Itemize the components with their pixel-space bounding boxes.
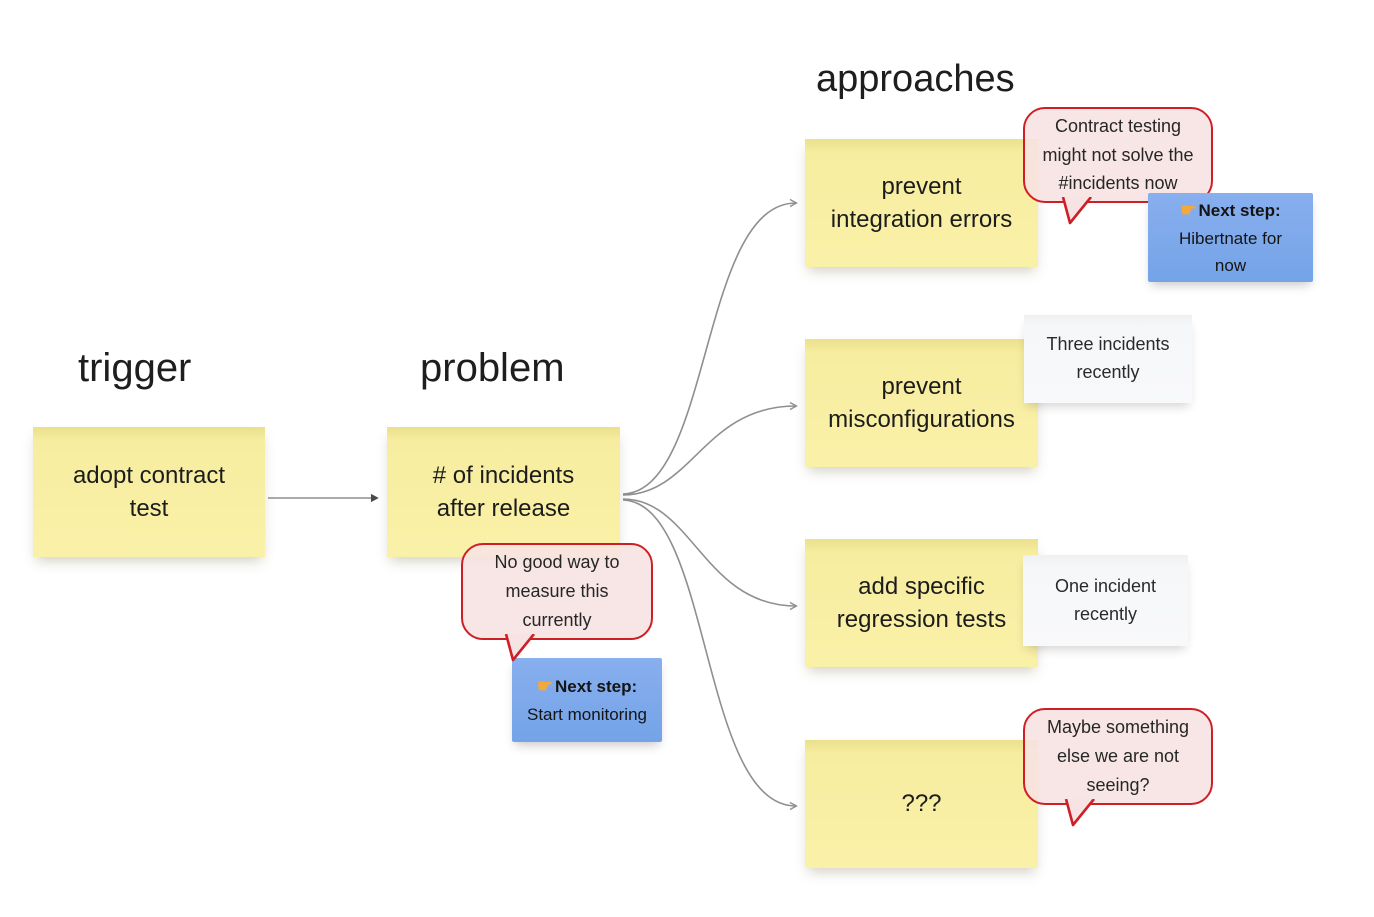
connector-problem-to-approach-4 — [622, 499, 796, 806]
sticky-text-line: prevent — [881, 172, 962, 200]
next-step-title: ☛Next step: — [1180, 196, 1280, 225]
callout-text-line: Contract testing — [1054, 115, 1182, 136]
next-step-label: Next step: — [554, 677, 638, 696]
note-text-line: One incident — [1054, 575, 1157, 596]
sticky-text-line: # of incidents — [432, 461, 575, 489]
note-next-step-hibernate[interactable]: ☛Next step: Hibertnate for now — [1148, 193, 1313, 282]
note-one-incident[interactable]: One incident recently — [1023, 555, 1188, 646]
sticky-text-line: add specific — [858, 572, 985, 600]
sticky-text-line: ??? — [901, 790, 942, 818]
sticky-text-line: regression tests — [836, 606, 1007, 633]
next-step-text-line: Hibertnate for — [1179, 228, 1282, 248]
sticky-text-line: prevent — [881, 372, 962, 400]
callout-text-line: currently — [522, 609, 592, 630]
sticky-approach-prevent-misconfigurations[interactable]: prevent misconfigurations — [805, 339, 1038, 467]
heading-approaches: approaches — [816, 58, 1015, 100]
callout-text-line: might not solve the — [1042, 144, 1194, 165]
sticky-approach-prevent-integration-errors[interactable]: prevent integration errors — [805, 139, 1038, 267]
speech-tail — [1064, 799, 1096, 827]
sticky-text-line: after release — [436, 495, 571, 522]
sticky-problem[interactable]: # of incidents after release — [387, 427, 620, 557]
sticky-approach-regression-tests[interactable]: add specific regression tests — [805, 539, 1038, 667]
callout-text-line: No good way to — [494, 552, 620, 573]
next-step-text-line: now — [1214, 255, 1247, 275]
sticky-text-line: misconfigurations — [828, 406, 1015, 433]
pointing-right-hand-icon: ☛ — [536, 676, 553, 696]
callout-maybe-something-else[interactable]: Maybe something else we are not seeing? — [1023, 708, 1213, 827]
note-text-line: recently — [1076, 362, 1140, 382]
sticky-text-line: integration errors — [830, 206, 1013, 233]
speech-tail — [1061, 197, 1093, 225]
heading-trigger: trigger — [78, 346, 192, 390]
next-step-label: Next step: — [1198, 200, 1281, 220]
callout-text-line: else we are not — [1056, 746, 1180, 767]
callout-text-line: measure this — [505, 581, 609, 602]
next-step-text-line: Start monitoring — [527, 704, 647, 724]
speech-tail — [504, 634, 536, 662]
sticky-approach-unknown[interactable]: ??? — [805, 740, 1038, 868]
note-three-incidents[interactable]: Three incidents recently — [1024, 315, 1192, 403]
pointing-right-hand-icon: ☛ — [1180, 199, 1197, 220]
note-text-line: recently — [1073, 603, 1138, 624]
heading-problem: problem — [420, 346, 565, 390]
sticky-trigger[interactable]: adopt contract test — [33, 427, 265, 557]
callout-text-line: seeing? — [1086, 774, 1150, 795]
callout-text-line: Maybe something — [1046, 717, 1190, 738]
sticky-text-line: adopt contract — [72, 461, 226, 489]
sticky-text-line: test — [129, 495, 169, 522]
callout-text-line: #incidents now — [1058, 173, 1178, 194]
callout-contract-testing[interactable]: Contract testing might not solve the #in… — [1023, 107, 1213, 225]
connector-problem-to-approach-2 — [622, 406, 796, 496]
next-step-title: ☛Next step: — [537, 672, 637, 701]
callout-measure[interactable]: No good way to measure this currently — [461, 543, 653, 662]
note-text-line: Three incidents — [1046, 334, 1170, 355]
connector-problem-to-approach-1 — [622, 203, 796, 495]
note-next-step-monitoring[interactable]: ☛Next step: Start monitoring — [512, 658, 662, 742]
